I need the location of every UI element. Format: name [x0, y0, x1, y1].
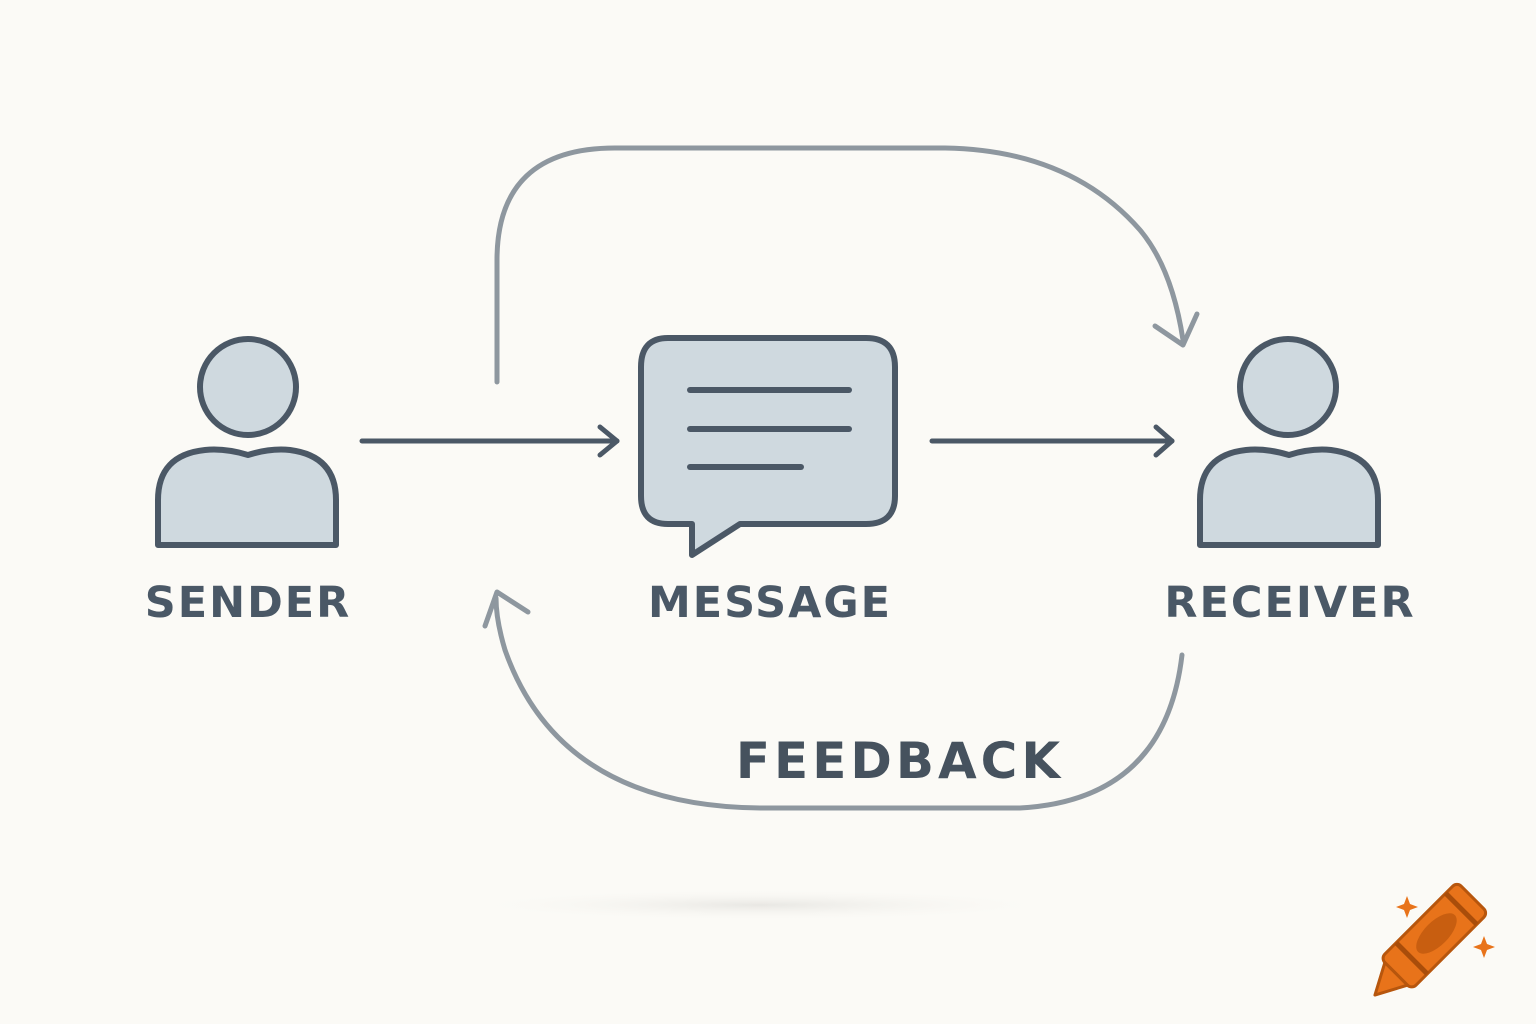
ground-shadow: [460, 889, 1060, 921]
top-loop-arrow: [494, 145, 1200, 385]
crayon-logo-icon: [1373, 882, 1495, 997]
message-label: MESSAGE: [647, 578, 893, 628]
receiver-person-icon: [1197, 336, 1381, 548]
message-chat-bubble-icon: [638, 335, 898, 558]
sender-to-message-arrow: [359, 424, 620, 458]
sender-label: SENDER: [144, 578, 352, 628]
sender-person-icon: [155, 336, 339, 548]
message-to-receiver-arrow: [929, 424, 1175, 458]
receiver-label: RECEIVER: [1164, 578, 1416, 628]
feedback-loop-arrow: [482, 589, 1185, 811]
feedback-label: FEEDBACK: [735, 732, 1065, 790]
